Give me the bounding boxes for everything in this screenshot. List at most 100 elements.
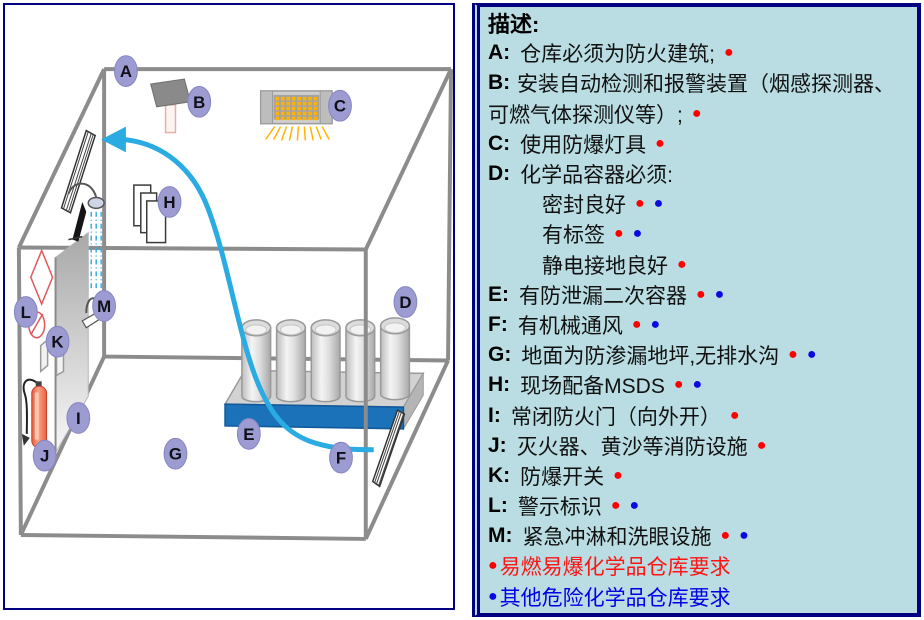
explosion-proof-lamp-icon: [259, 90, 333, 141]
red-dot: ●: [631, 315, 642, 333]
item-letter: K:: [488, 463, 511, 487]
svg-text:M: M: [97, 297, 111, 316]
desc-item-b-line2: 可燃气体探测仪等）;●: [488, 99, 913, 129]
red-dot: ●: [724, 44, 734, 62]
desc-item-m: M:紧急冲淋和洗眼设施●●: [488, 521, 913, 551]
blue-dot: ●: [692, 376, 703, 394]
item-text: 密封良好: [542, 194, 626, 218]
warehouse-diagram-panel: A B C D E F G H I J K L M: [3, 3, 455, 610]
fire-extinguisher-icon: [21, 378, 48, 449]
red-dot: ●: [635, 195, 645, 213]
item-text: 常闭防火门（向外开）: [510, 405, 721, 429]
legend-flammable: ●易燃易爆化学品仓库要求: [488, 551, 913, 581]
desc-item-d-sub3: 静电接地良好●: [488, 250, 913, 280]
marker-j: J: [32, 439, 57, 472]
desc-item-d-sub1: 密封良好 ● ●: [488, 189, 913, 219]
chemical-drums: [241, 317, 411, 403]
item-letter: I:: [488, 403, 501, 427]
item-text: 防爆开关: [520, 465, 605, 489]
item-text: 仓库必须为防火建筑;: [520, 43, 716, 67]
marker-c: C: [328, 89, 352, 122]
desc-item-i: I: 常闭防火门（向外开） ●: [488, 400, 913, 430]
marker-i: I: [66, 402, 91, 434]
legend-text: 易燃易爆化学品仓库要求: [499, 556, 731, 580]
item-letter: H:: [488, 373, 511, 397]
arrowhead: [101, 126, 126, 153]
item-letter: D:: [488, 162, 511, 186]
marker-h: H: [157, 186, 182, 218]
item-letter: C:: [488, 131, 511, 155]
item-text: 有防泄漏二次容器: [519, 284, 687, 308]
svg-text:F: F: [336, 449, 346, 468]
red-dot: ●: [655, 134, 665, 152]
red-dot: ●: [756, 436, 767, 454]
desc-item-g: G: 地面为防渗漏地坪,无排水沟 ● ●: [488, 340, 913, 370]
marker-f: F: [329, 441, 353, 474]
item-letter: L:: [488, 494, 508, 518]
marker-l: L: [13, 296, 38, 328]
svg-text:I: I: [76, 409, 81, 428]
airflow-arrow: [101, 126, 374, 453]
item-letter: G:: [488, 343, 512, 367]
item-text: 化学品容器必须:: [520, 164, 674, 188]
panel-title: 描述:: [488, 8, 913, 38]
desc-item-d-sub2: 有标签●●: [488, 219, 913, 249]
svg-text:D: D: [399, 293, 411, 312]
blue-dot: ●: [488, 587, 498, 605]
legend-other-hazard: ●其他危险化学品仓库要求: [488, 582, 913, 612]
desc-item-j: J:灭火器、黄沙等消防设施●: [488, 431, 913, 461]
svg-text:L: L: [21, 303, 31, 322]
msds-documents-icon: [133, 184, 167, 244]
marker-k: K: [45, 325, 70, 358]
marker-g: G: [163, 437, 188, 470]
markers: A B C D E F G H I J K L M: [13, 55, 418, 474]
blue-dot: ●: [632, 225, 643, 243]
blue-dot: ●: [653, 195, 664, 213]
desc-item-a: A: 仓库必须为防火建筑; ●: [488, 38, 913, 68]
item-text: 可燃气体探测仪等）;: [488, 103, 683, 127]
desc-item-k: K: 防爆开关 ●: [488, 461, 913, 491]
marker-b: B: [187, 85, 212, 118]
red-dot: ●: [729, 406, 740, 424]
blue-dot: ●: [739, 527, 749, 545]
warehouse-diagram: A B C D E F G H I J K L M: [13, 55, 453, 541]
desc-item-e: E:有防泄漏二次容器●●: [488, 280, 913, 310]
item-letter: B:: [488, 71, 511, 95]
item-letter: A:: [488, 41, 511, 65]
description-panel: 描述: A: 仓库必须为防火建筑; ● B:安装自动检测和报警装置（烟感探测器、 可…: [472, 3, 921, 617]
lamp-rays: [265, 126, 330, 141]
svg-text:J: J: [40, 447, 49, 466]
item-text: 紧急冲淋和洗眼设施: [522, 526, 712, 550]
shower-water: [90, 211, 102, 290]
desc-item-d: D: 化学品容器必须:: [488, 159, 913, 189]
item-text: 安装自动检测和报警装置（烟感探测器、: [517, 73, 895, 97]
desc-item-l: L:警示标识●●: [488, 491, 913, 521]
warning-diamond-icon: [29, 248, 54, 306]
emergency-shower-icon: [67, 182, 105, 290]
marker-d: D: [393, 286, 418, 318]
red-dot: ●: [673, 376, 684, 394]
marker-a: A: [114, 55, 138, 87]
item-text: 地面为防渗漏地坪,无排水沟: [521, 345, 780, 369]
desc-item-h: H: 现场配备MSDS ● ●: [488, 370, 913, 400]
red-dot: ●: [613, 466, 623, 484]
legend-text: 其他危险化学品仓库要求: [499, 586, 731, 610]
panel-title-text: 描述:: [488, 12, 540, 38]
desc-item-c: C:使用防爆灯具●: [488, 129, 913, 159]
blue-dot: ●: [650, 315, 661, 333]
marker-m: M: [92, 290, 117, 322]
item-text: 灭火器、黄沙等消防设施: [516, 435, 748, 459]
item-text: 现场配备MSDS: [520, 375, 665, 399]
item-text: 有标签: [542, 224, 605, 248]
item-text: 警示标识: [517, 496, 602, 520]
blue-dot: ●: [806, 346, 817, 364]
smoke-detector-icon: [150, 78, 191, 134]
item-letter: F:: [488, 312, 508, 336]
blue-dot: ●: [714, 285, 725, 303]
desc-item-f: F:有机械通风●●: [488, 310, 913, 340]
svg-text:K: K: [51, 333, 63, 352]
red-dot: ●: [677, 255, 687, 273]
red-dot: ●: [488, 557, 498, 575]
red-dot: ●: [788, 346, 798, 364]
